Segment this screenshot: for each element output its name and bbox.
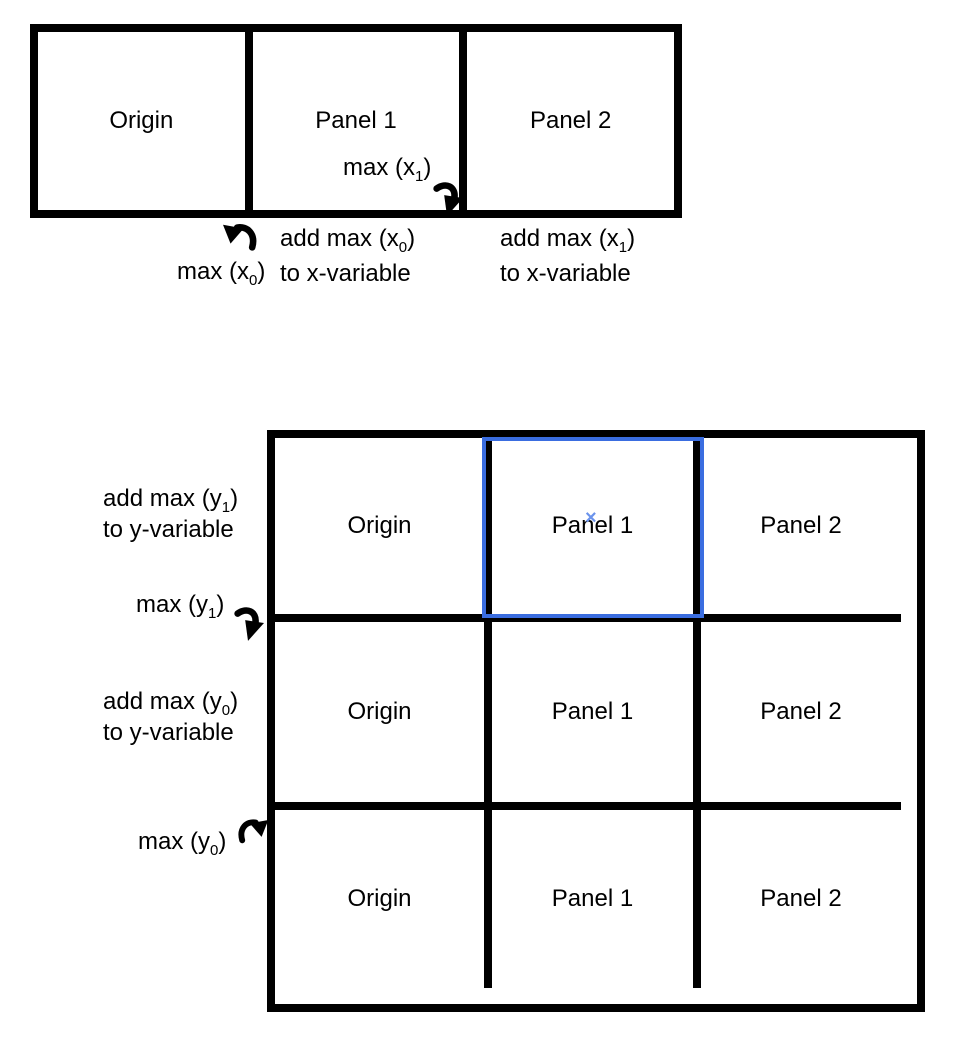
max-x0-label: max (x0) [177, 256, 265, 288]
curved-arrow-up-x0-icon [223, 224, 257, 251]
grid-cell-r0-panel1-selected[interactable]: Panel 1 [484, 438, 693, 614]
panel-label: Origin [347, 698, 412, 725]
max-x0-post: ) [257, 258, 266, 285]
panel-label: Panel 2 [760, 512, 842, 539]
xy-panel-grid: Origin Panel 1 Panel 2 Origin Panel 1 Pa… [267, 430, 925, 1012]
caption-y0-pre: add max (y [103, 688, 222, 715]
max-y0-post: ) [218, 828, 227, 855]
caption-y0-sub: 0 [221, 701, 231, 719]
caption-y1-line1: add max (y1) [103, 483, 239, 516]
panel-label: Panel 2 [529, 107, 612, 134]
strip-cell-panel1[interactable]: Panel 1 [244, 32, 460, 210]
caption-panel1-line1: add max (x0) [280, 221, 415, 256]
max-y0-sub: 0 [210, 841, 219, 859]
caption-y0-line2: to y-variable [103, 719, 234, 746]
max-x0-pre: max (x [177, 258, 249, 285]
x-panel-strip: Origin Panel 1 Panel 2 [30, 24, 682, 218]
max-y1-post: ) [216, 591, 225, 618]
max-x1-label: max (x1) [343, 152, 431, 184]
curved-arrow-down-y1-icon [234, 607, 264, 641]
panel-label: Panel 1 [551, 885, 634, 912]
grid-cell-r0-origin[interactable]: Origin [275, 438, 484, 614]
grid-cell-r2-panel1[interactable]: Panel 1 [484, 802, 693, 988]
strip-cell-panel2[interactable]: Panel 2 [459, 32, 675, 210]
caption-panel2-line1: add max (x1) [500, 221, 635, 256]
caption-y0-post: ) [230, 688, 239, 715]
caption-y0-line1: add max (y0) [103, 686, 239, 719]
grid-cell-r1-panel2[interactable]: Panel 2 [693, 614, 901, 802]
max-x0-sub: 0 [249, 271, 258, 289]
max-y1-pre: max (y [136, 591, 208, 618]
max-y0-pre: max (y [138, 828, 210, 855]
curved-arrow-down-x1-icon [433, 182, 463, 216]
caption-y1: add max (y1) to y-variable [103, 483, 238, 545]
panel-label: Panel 2 [760, 698, 842, 725]
max-x1-sub: 1 [415, 167, 424, 185]
grid-cell-r1-origin[interactable]: Origin [275, 614, 484, 802]
caption-y1-post: ) [230, 485, 239, 512]
panel-label: Panel 2 [760, 885, 842, 912]
caption-panel2-line2: to x-variable [500, 260, 631, 287]
caption-panel1-post: ) [407, 225, 416, 252]
max-y1-sub: 1 [208, 604, 217, 622]
caption-y1-sub: 1 [221, 498, 231, 516]
caption-panel2-sub: 1 [618, 238, 628, 256]
panel-label: Origin [109, 107, 174, 134]
strip-cell-origin[interactable]: Origin [38, 32, 245, 210]
max-x1-pre: max (x [343, 154, 415, 181]
panel-label: Origin [347, 512, 412, 539]
panel-label: Origin [347, 885, 412, 912]
caption-y1-line2: to y-variable [103, 516, 234, 543]
caption-panel1-pre: add max (x [280, 225, 399, 252]
caption-y1-pre: add max (y [103, 485, 222, 512]
grid-cell-r0-panel2[interactable]: Panel 2 [693, 438, 901, 614]
grid-cell-r1-panel1[interactable]: Panel 1 [484, 614, 693, 802]
caption-panel2-post: ) [627, 225, 636, 252]
panel-label: Panel 1 [551, 698, 634, 725]
grid-cell-r2-panel2[interactable]: Panel 2 [693, 802, 901, 988]
caption-panel1: add max (x0) to x-variable [280, 221, 415, 291]
selection-center-marker: × [585, 507, 597, 529]
caption-panel2-pre: add max (x [500, 225, 619, 252]
curved-arrow-up-y0-icon [238, 819, 269, 844]
panel-label: Panel 1 [315, 107, 397, 134]
caption-panel1-line2: to x-variable [280, 260, 411, 287]
caption-y0: add max (y0) to y-variable [103, 686, 238, 748]
max-x1-post: ) [423, 154, 432, 181]
panel-label: Panel 1 [551, 512, 634, 539]
max-y0-label: max (y0) [138, 826, 226, 858]
caption-panel1-sub: 0 [398, 238, 408, 256]
grid-cell-r2-origin[interactable]: Origin [275, 802, 484, 988]
caption-panel2: add max (x1) to x-variable [500, 221, 635, 291]
max-y1-label: max (y1) [136, 589, 224, 621]
